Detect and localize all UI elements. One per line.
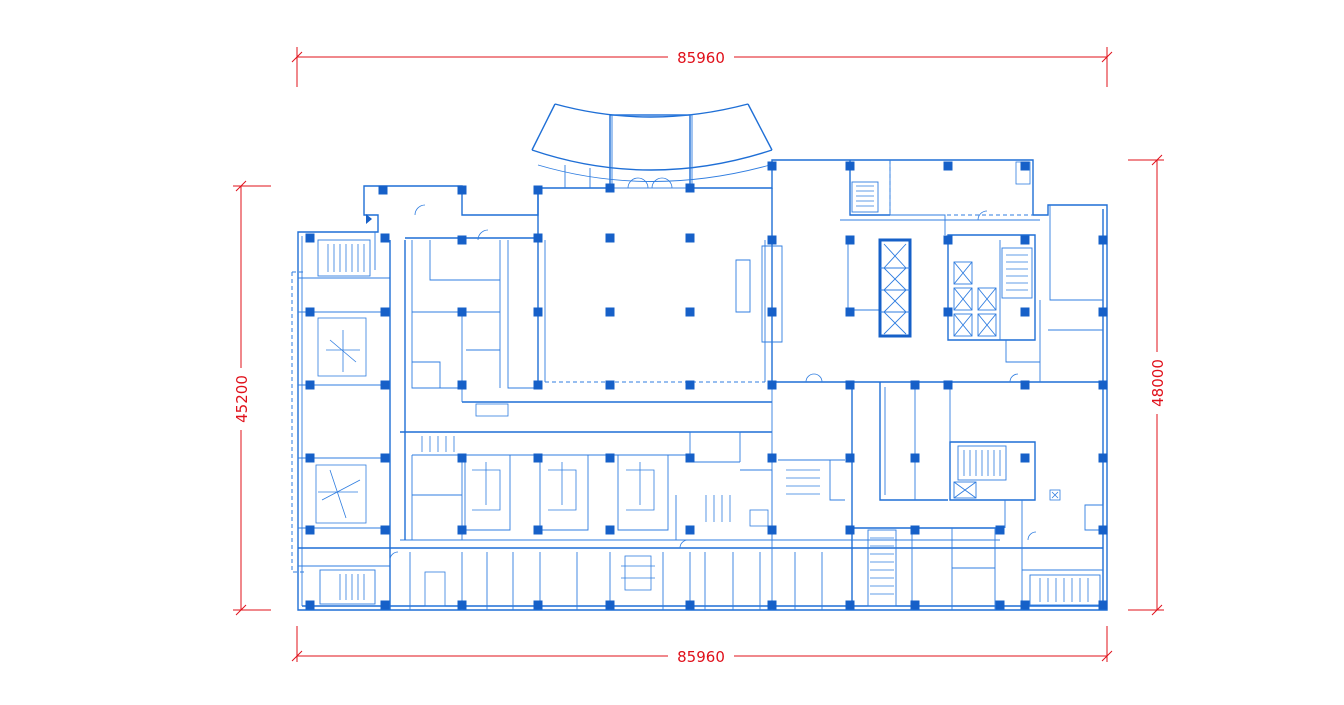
column (943, 307, 953, 317)
column (845, 525, 855, 535)
column (533, 185, 543, 195)
column (845, 307, 855, 317)
entrance-canopy (531, 103, 773, 189)
column (457, 185, 467, 195)
column (1020, 307, 1030, 317)
column (685, 233, 695, 243)
column (605, 307, 615, 317)
column (305, 380, 315, 390)
dimension-bottom: 85960 (291, 626, 1113, 666)
column (305, 307, 315, 317)
column (605, 233, 615, 243)
column (305, 453, 315, 463)
column (767, 453, 777, 463)
column (1020, 600, 1030, 610)
dimension-top: 85960 (291, 47, 1113, 87)
building-outline (291, 114, 1108, 611)
column (380, 453, 390, 463)
entrance-arrow-icon (366, 214, 372, 224)
column (845, 453, 855, 463)
column (685, 600, 695, 610)
column (943, 235, 953, 245)
column (605, 183, 615, 193)
column (1020, 235, 1030, 245)
column (378, 185, 388, 195)
door-swings (389, 177, 1037, 561)
column (380, 233, 390, 243)
column (457, 380, 467, 390)
dimension-bottom-label: 85960 (677, 648, 725, 666)
column (305, 525, 315, 535)
column (1020, 453, 1030, 463)
column (533, 600, 543, 610)
column (767, 235, 777, 245)
dimension-left-label: 45200 (233, 375, 251, 423)
column (1098, 235, 1108, 245)
core-elevators (878, 238, 997, 499)
column (767, 600, 777, 610)
column (845, 380, 855, 390)
column (685, 307, 695, 317)
column (1098, 380, 1108, 390)
column (767, 307, 777, 317)
column (767, 380, 777, 390)
stairs (317, 181, 1101, 607)
column (845, 235, 855, 245)
column (995, 600, 1005, 610)
column (685, 453, 695, 463)
column (943, 161, 953, 171)
structural-columns (305, 161, 1108, 610)
column (305, 233, 315, 243)
column (1020, 380, 1030, 390)
column (533, 525, 543, 535)
column (1098, 307, 1108, 317)
column (943, 380, 953, 390)
column (380, 380, 390, 390)
column (1098, 453, 1108, 463)
column (910, 525, 920, 535)
fixtures (315, 161, 1061, 607)
column (533, 233, 543, 243)
column (305, 600, 315, 610)
column (1098, 600, 1108, 610)
column (685, 183, 695, 193)
column (533, 380, 543, 390)
column (457, 307, 467, 317)
column (605, 525, 615, 535)
column (457, 235, 467, 245)
column (845, 600, 855, 610)
column (457, 600, 467, 610)
column (380, 307, 390, 317)
column (845, 161, 855, 171)
column (685, 525, 695, 535)
dimension-left: 45200 (231, 180, 271, 616)
column (605, 453, 615, 463)
column (910, 380, 920, 390)
dimension-top-label: 85960 (677, 49, 725, 67)
column (380, 525, 390, 535)
column (533, 453, 543, 463)
column (1020, 161, 1030, 171)
column (685, 380, 695, 390)
column (910, 453, 920, 463)
column (910, 600, 920, 610)
dimension-right-label: 48000 (1149, 359, 1167, 407)
column (767, 525, 777, 535)
column (995, 525, 1005, 535)
column (605, 380, 615, 390)
column (605, 600, 615, 610)
column (380, 600, 390, 610)
dimension-right: 48000 (1128, 154, 1167, 616)
column (533, 307, 543, 317)
column (1098, 525, 1108, 535)
interior-walls (298, 160, 1104, 610)
column (457, 453, 467, 463)
column (457, 525, 467, 535)
column (767, 161, 777, 171)
